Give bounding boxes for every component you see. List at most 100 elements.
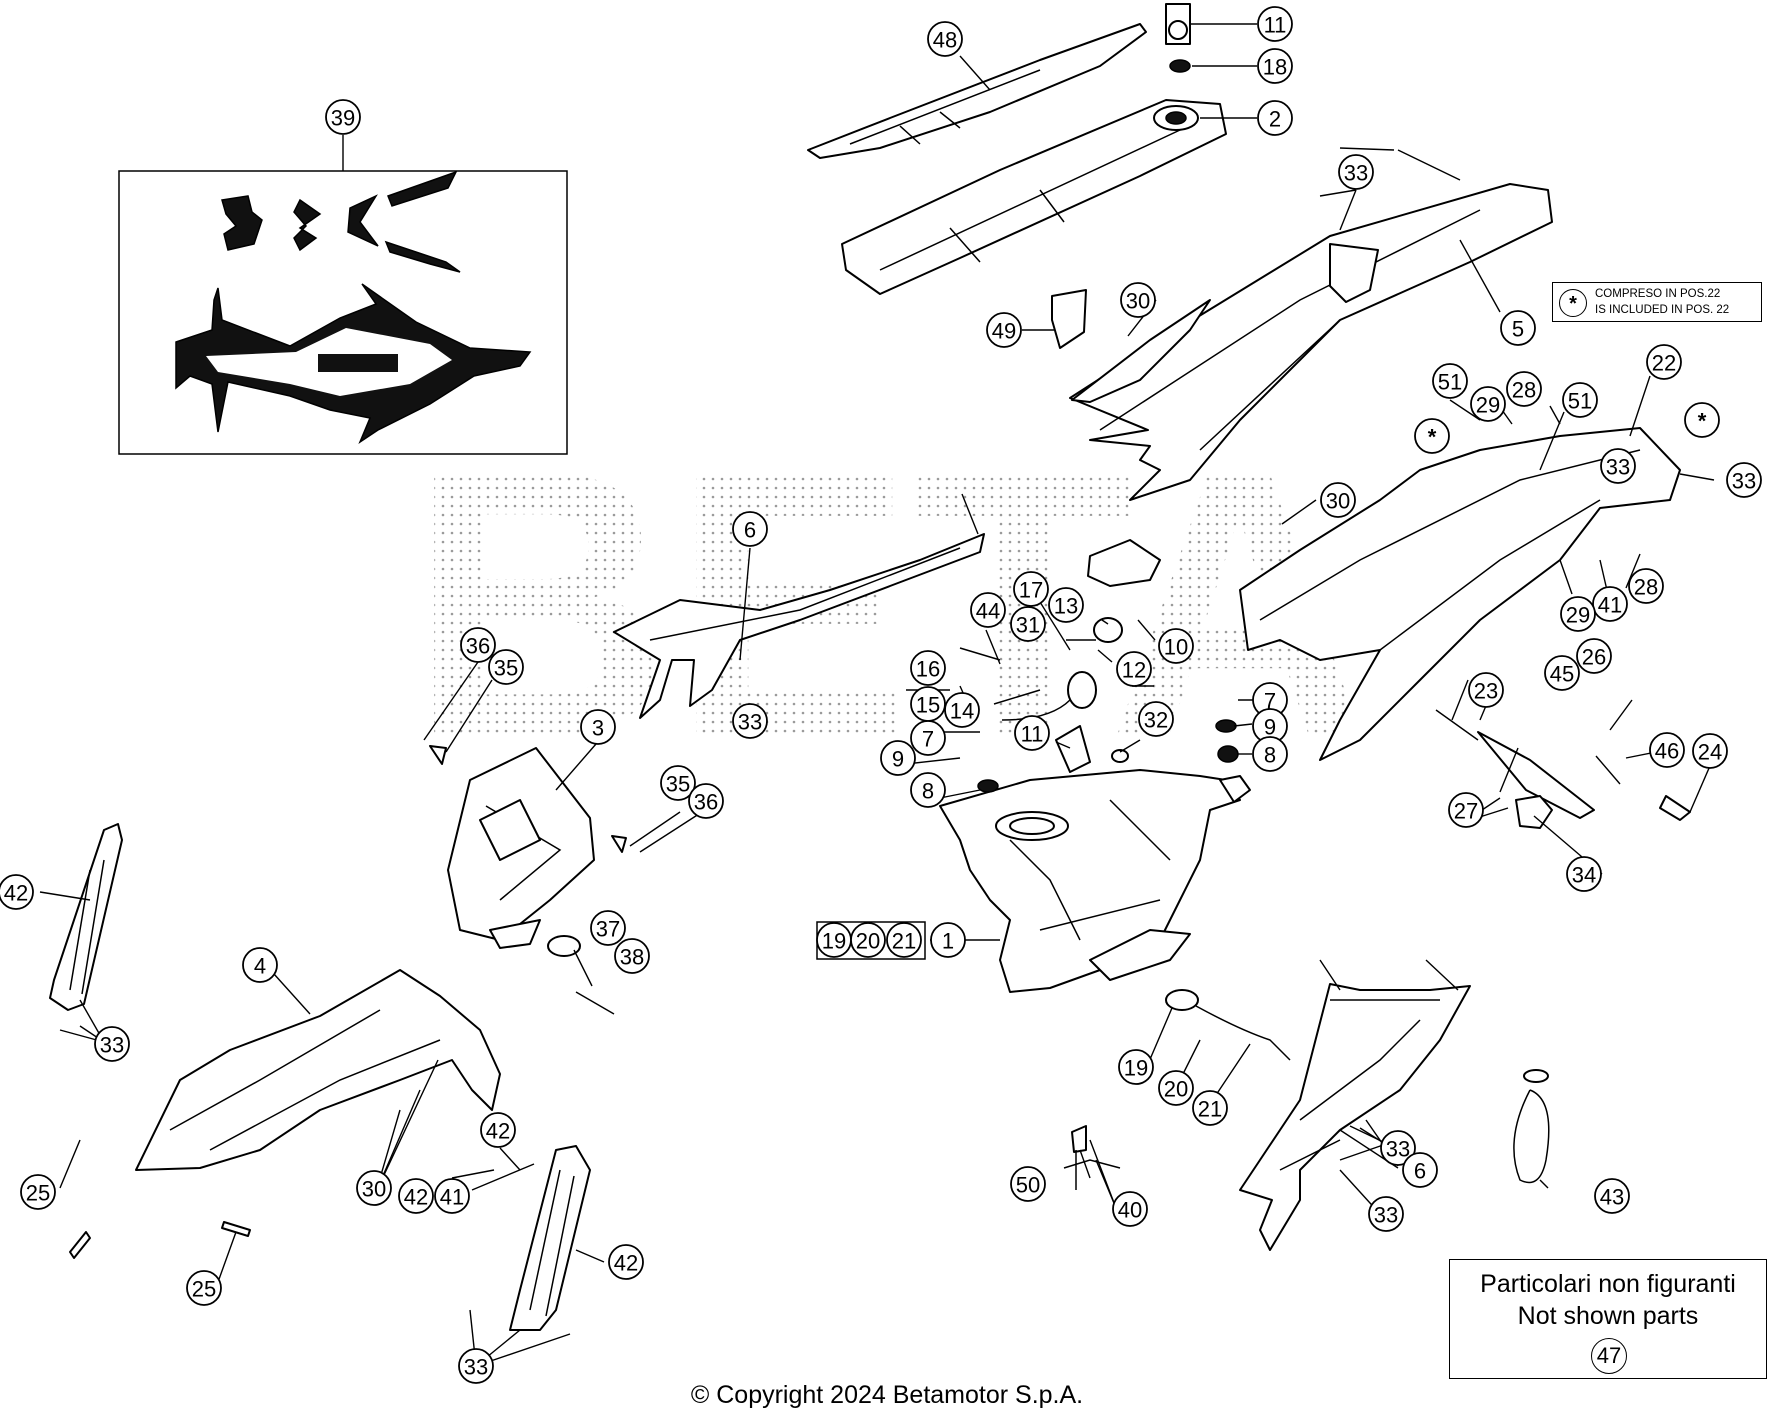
callout-circle — [1684, 402, 1720, 438]
callout-circle — [886, 922, 922, 958]
callout-circle — [1432, 363, 1468, 399]
callout-number: 18 — [1263, 55, 1287, 80]
callout-16-c16: 16 — [910, 650, 946, 686]
callout-circle — [1448, 792, 1484, 828]
callout-37-c37: 37 — [590, 910, 626, 946]
callout-7-c7a: 7 — [910, 720, 946, 756]
callout-19-c19a: 19 — [816, 922, 852, 958]
callout-circle — [1014, 715, 1050, 751]
callout-33-c33f: 33 — [458, 1348, 494, 1384]
not-shown-parts-box: Particolari non figuranti Not shown part… — [1449, 1259, 1767, 1379]
callout-number: 20 — [856, 929, 880, 954]
callout-circle — [614, 938, 650, 974]
callout-number: 28 — [1634, 575, 1658, 600]
fork-guard-left — [49, 823, 123, 1011]
callout-8-c8a: 8 — [910, 772, 946, 808]
callout-19-c19b: 19 — [1118, 1049, 1154, 1085]
callout-28-c28a: 28 — [1506, 371, 1542, 407]
callout-number: 36 — [694, 790, 718, 815]
callout-42-c42b: 42 — [480, 1112, 516, 1148]
callout-circle — [910, 650, 946, 686]
callout-number: 51 — [1568, 389, 1592, 414]
decal-kit-box — [118, 135, 568, 455]
callout-41-c41a: 41 — [1592, 586, 1628, 622]
callout-30-c30b: 30 — [1320, 482, 1356, 518]
callout-circle — [480, 1112, 516, 1148]
callout-number: 42 — [404, 1185, 428, 1210]
callout-9-c9b: 9 — [1252, 708, 1288, 744]
callout-14-c14: 14 — [944, 692, 980, 728]
callout-circle — [688, 783, 724, 819]
callout-3-c3: 3 — [580, 709, 616, 745]
callout-number: 33 — [1606, 455, 1630, 480]
callout-number: 49 — [992, 319, 1016, 344]
callout-circle — [1726, 462, 1762, 498]
callout-circle — [1600, 448, 1636, 484]
note-line-italian: COMPRESO IN POS.22 — [1595, 288, 1721, 300]
callout-number: 39 — [331, 106, 355, 131]
callout-35-c35a: 35 — [488, 649, 524, 685]
radiator-shroud-right — [1239, 983, 1471, 1251]
callout-number: 51 — [1438, 370, 1462, 395]
callout-33-c33a: 33 — [1338, 154, 1374, 190]
callout-circle — [1257, 6, 1293, 42]
callout-30-c30c: 30 — [356, 1170, 392, 1206]
callout-circle — [1048, 587, 1084, 623]
callout-circle — [580, 709, 616, 745]
callout-4-c4: 4 — [242, 947, 278, 983]
not-shown-part-number: 47 — [1591, 1338, 1627, 1374]
callout-25-c25b: 25 — [186, 1270, 222, 1306]
callout-49-c49: 49 — [986, 312, 1022, 348]
callout-41-c41b: 41 — [434, 1178, 470, 1214]
misc-small-parts — [69, 639, 1550, 1259]
callout-number: 12 — [1122, 658, 1146, 683]
callout-circle — [458, 1348, 494, 1384]
callout-number: 33 — [1732, 469, 1756, 494]
callout-33-c33c: 33 — [1600, 448, 1636, 484]
callout-circle — [1649, 732, 1685, 768]
callout-number: 40 — [1118, 1198, 1142, 1223]
fuel-tank — [939, 539, 1251, 993]
callout-10-c10: 10 — [1158, 628, 1194, 664]
callout-number: 19 — [822, 929, 846, 954]
callout-36-c36b: 36 — [688, 783, 724, 819]
callout-number: 42 — [486, 1119, 510, 1144]
note-legend: * COMPRESO IN POS.22 IS INCLUDED IN POS.… — [1552, 282, 1762, 322]
callout-number: 44 — [976, 599, 1000, 624]
callout-35-c35b: 35 — [660, 765, 696, 801]
not-shown-label-english: Not shown parts — [1517, 1302, 1699, 1330]
callout-circle — [20, 1174, 56, 1210]
callout-circle — [590, 910, 626, 946]
callout-number: 11 — [1264, 13, 1287, 38]
copyright-notice: © Copyright 2024 Betamotor S.p.A. — [690, 1381, 1084, 1409]
callout-number: 29 — [1566, 603, 1590, 628]
callout-29-c29a: 29 — [1470, 386, 1506, 422]
rear-side-cover — [1069, 183, 1553, 501]
callout-number: 42 — [4, 881, 28, 906]
callout-32-c32: 32 — [1138, 701, 1174, 737]
callout-circle — [1594, 1178, 1630, 1214]
callout-number: 33 — [1386, 1137, 1410, 1162]
callout-21-c21b: 21 — [1192, 1090, 1228, 1126]
callout-24-c24: 24 — [1692, 733, 1728, 769]
callout-17-c17: 17 — [1013, 571, 1049, 607]
callout-46-c46: 46 — [1649, 732, 1685, 768]
callout-circle — [1138, 701, 1174, 737]
callout-number: 32 — [1144, 708, 1168, 733]
callout-circle — [608, 1244, 644, 1280]
callout-number: 7 — [922, 727, 934, 752]
callout-circle — [986, 312, 1022, 348]
callout-6-c6b: 6 — [1402, 1152, 1438, 1188]
callout-number: 31 — [1016, 613, 1040, 638]
callout-circle — [1380, 1130, 1416, 1166]
callout-number: 33 — [1344, 161, 1368, 186]
callout-number: 8 — [922, 779, 934, 804]
callout-23-c23: 23 — [1468, 672, 1504, 708]
callout-circle — [1116, 651, 1152, 687]
callout-circle — [1500, 310, 1536, 346]
callout-number: * — [1428, 425, 1437, 450]
callout-6-c6a: 6 — [732, 511, 768, 547]
callout-number: 25 — [192, 1277, 216, 1302]
callout-number: 3 — [592, 716, 604, 741]
